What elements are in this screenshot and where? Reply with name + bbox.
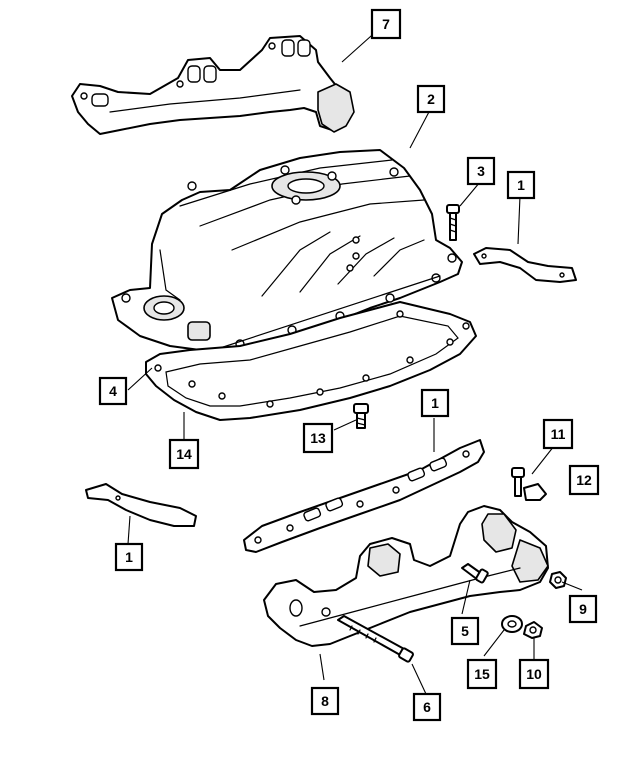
callout-label: 11 xyxy=(551,426,566,442)
bolt-part-3 xyxy=(446,204,460,241)
exhaust-manifold-gasket xyxy=(243,439,485,553)
callout-label: 3 xyxy=(477,163,485,179)
bolt-part-13 xyxy=(353,403,369,429)
callout-label: 10 xyxy=(526,666,542,682)
leader-lines xyxy=(127,27,583,695)
nut-part-9 xyxy=(549,571,567,589)
callout-label: 15 xyxy=(474,666,490,682)
exhaust-manifold-upper xyxy=(71,35,355,135)
callout-14: 14 xyxy=(168,438,200,470)
callout-12: 12 xyxy=(568,464,600,496)
callout-label: 4 xyxy=(109,383,117,399)
callout-label: 2 xyxy=(427,91,435,107)
heat-shield-lower-left xyxy=(85,483,197,527)
callout-label: 7 xyxy=(382,16,390,32)
bolt-part-5 xyxy=(461,563,489,584)
clip-part-12 xyxy=(523,483,547,501)
callout-15: 15 xyxy=(466,658,498,690)
callout-5: 5 xyxy=(450,616,480,646)
intake-manifold-gasket xyxy=(145,301,477,421)
callout-13: 13 xyxy=(302,422,334,454)
bolt-part-6 xyxy=(337,615,414,663)
callout-1: 1 xyxy=(506,170,536,200)
callout-label: 1 xyxy=(125,549,133,565)
callout-label: 8 xyxy=(321,693,329,709)
callout-label: 1 xyxy=(431,395,439,411)
washer-part-15 xyxy=(501,615,523,633)
callout-label: 12 xyxy=(576,472,592,488)
callout-4: 4 xyxy=(98,376,128,406)
callout-10: 10 xyxy=(518,658,550,690)
callout-label: 13 xyxy=(310,430,326,446)
callout-label: 5 xyxy=(461,623,469,639)
bolt-part-11 xyxy=(511,467,525,497)
callout-11: 11 xyxy=(542,418,574,450)
callout-7: 7 xyxy=(370,8,402,40)
nut-part-10 xyxy=(523,621,543,639)
callout-label: 14 xyxy=(176,446,192,462)
callout-label: 6 xyxy=(423,699,431,715)
callout-1: 1 xyxy=(114,542,144,572)
exhaust-manifold-lower xyxy=(263,505,549,647)
callout-2: 2 xyxy=(416,84,446,114)
callout-3: 3 xyxy=(466,156,496,186)
callout-label: 9 xyxy=(579,601,587,617)
callout-label: 1 xyxy=(517,177,525,193)
callout-9: 9 xyxy=(568,594,598,624)
callout-8: 8 xyxy=(310,686,340,716)
callout-1: 1 xyxy=(420,388,450,418)
heat-shield-upper-right xyxy=(473,247,577,283)
callout-6: 6 xyxy=(412,692,442,722)
intake-manifold xyxy=(111,149,463,353)
